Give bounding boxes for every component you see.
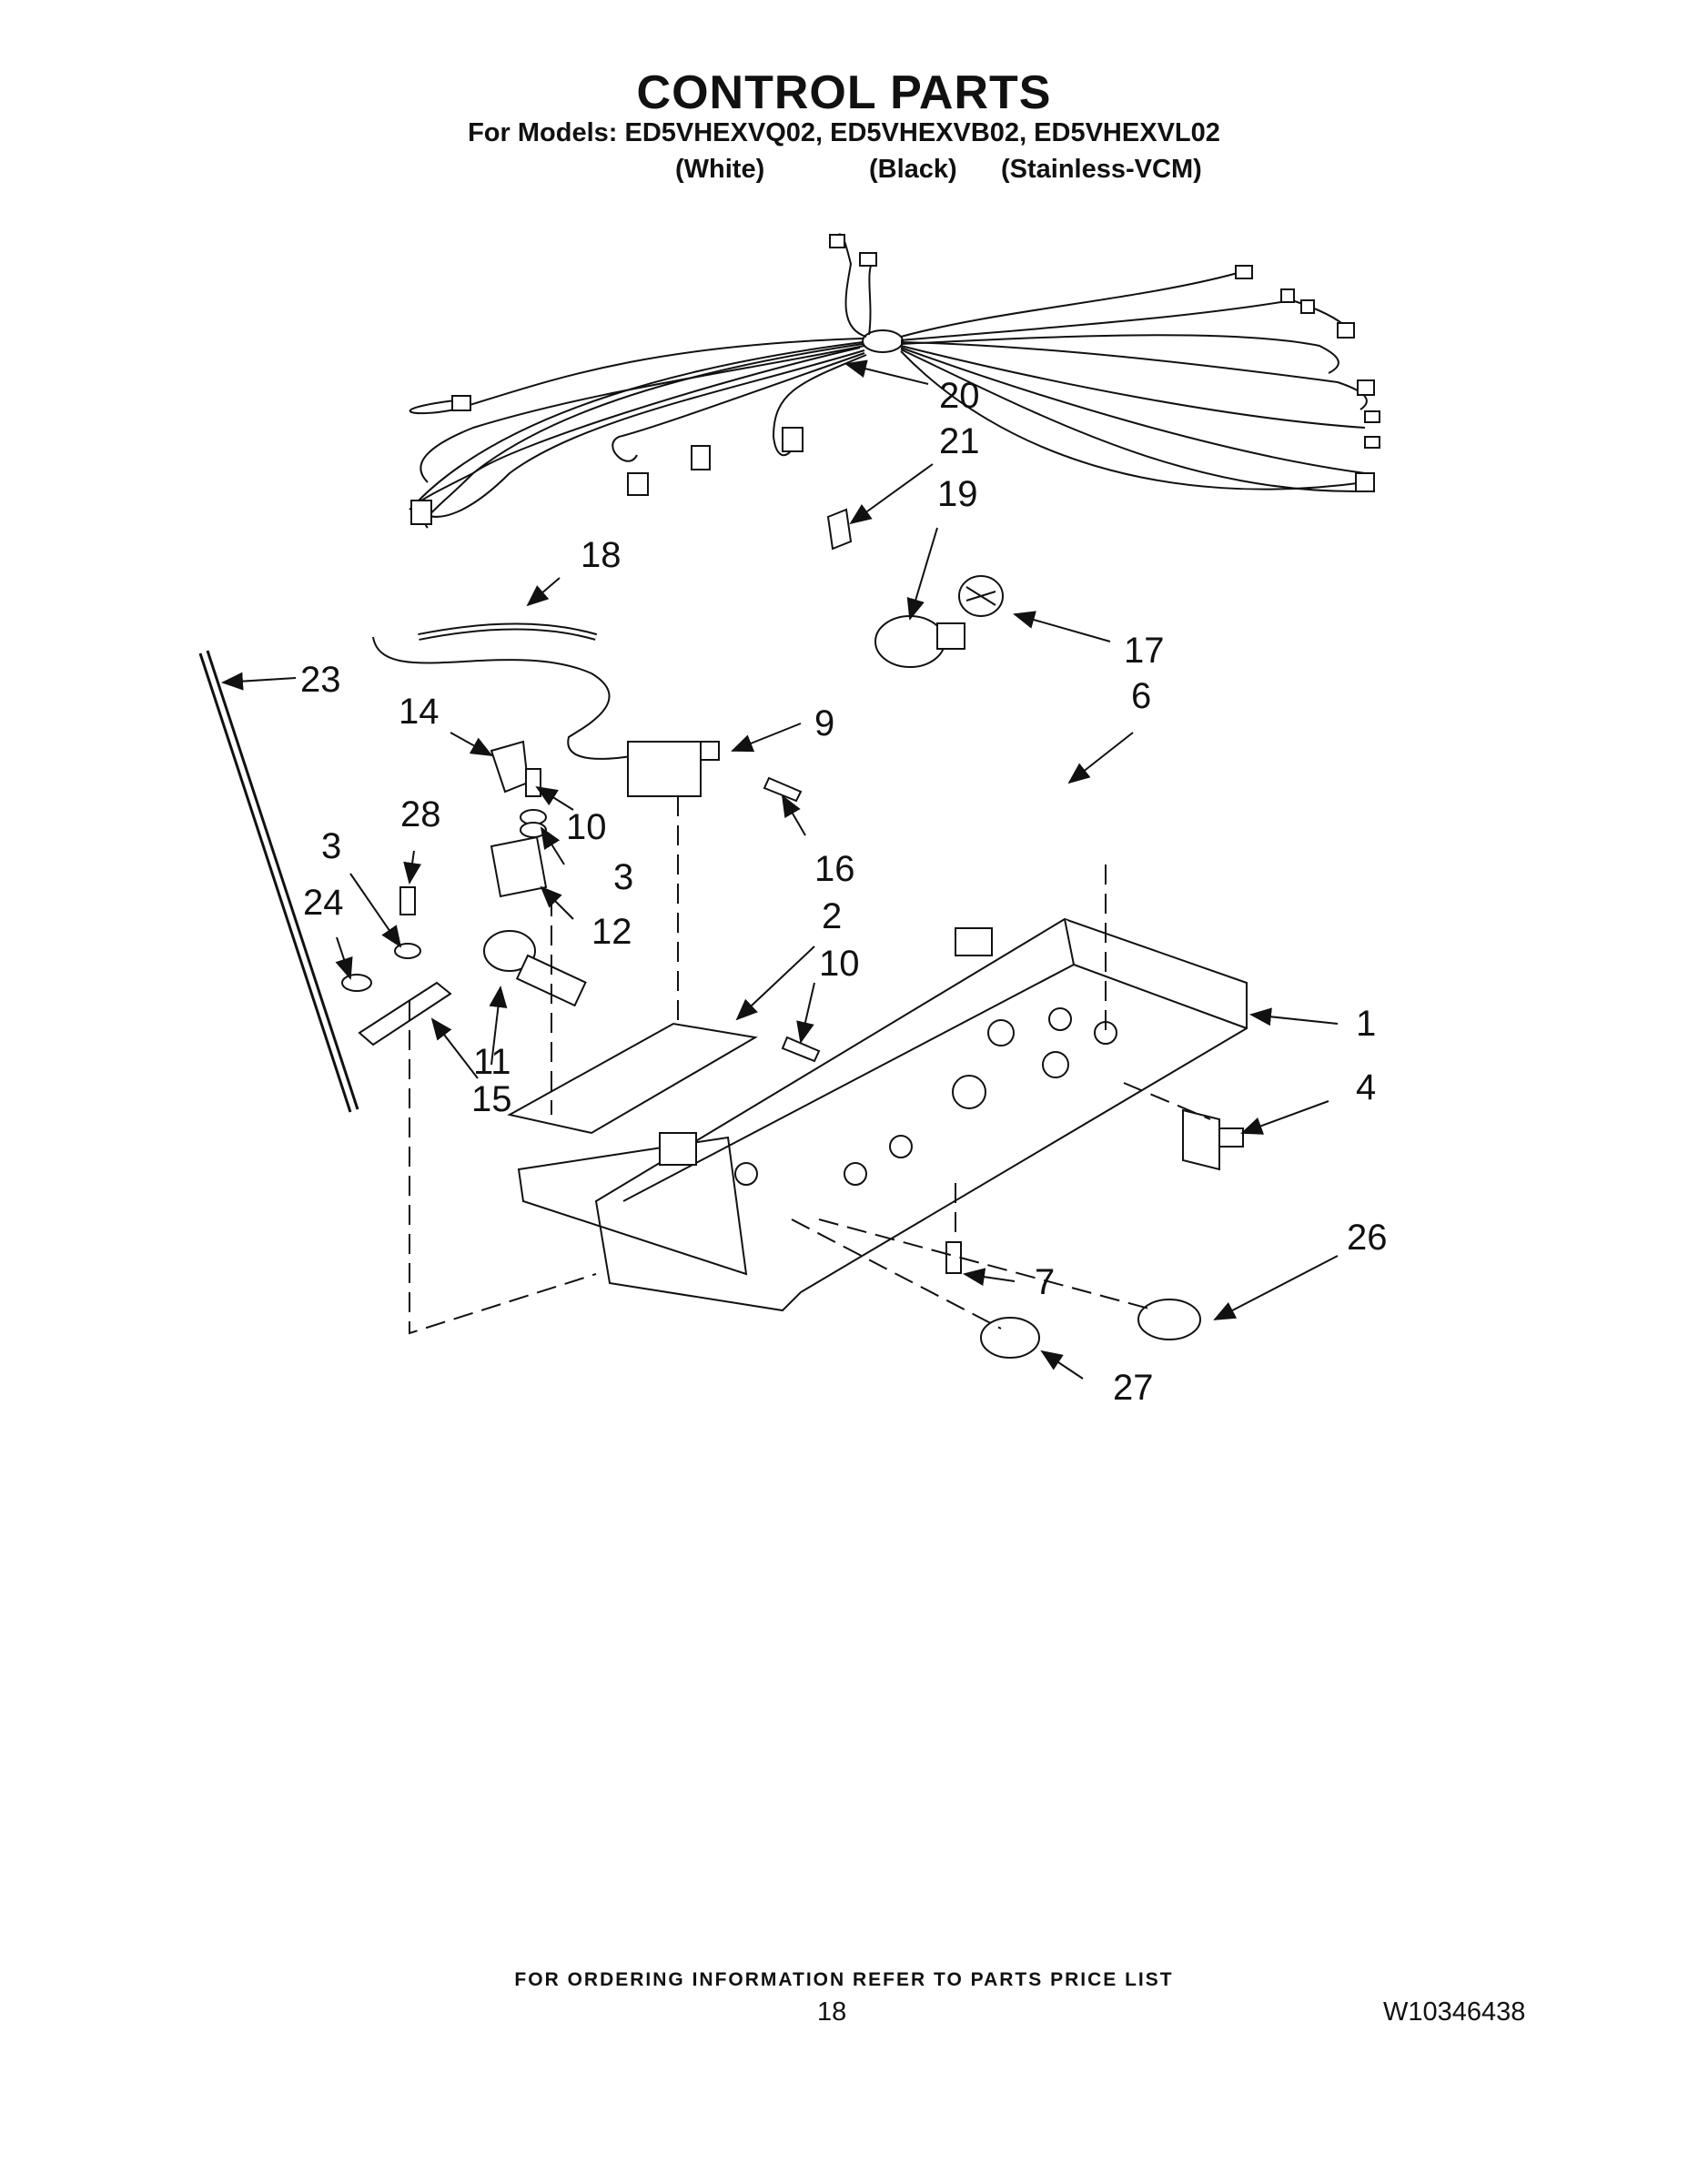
ordering-note: FOR ORDERING INFORMATION REFER TO PARTS … bbox=[514, 1969, 1174, 1990]
callout-9: 9 bbox=[814, 703, 834, 743]
callout-3: 3 bbox=[321, 826, 341, 866]
callout-3: 3 bbox=[613, 857, 633, 897]
callout-4: 4 bbox=[1356, 1067, 1376, 1107]
small-parts-drawing bbox=[198, 508, 1004, 1135]
variant-black: (Black) bbox=[869, 155, 957, 184]
assembly-guide-lines bbox=[409, 796, 1211, 1335]
callout-24: 24 bbox=[303, 883, 344, 923]
callout-2: 2 bbox=[822, 896, 842, 936]
callout-10: 10 bbox=[566, 807, 607, 847]
callout-16: 16 bbox=[814, 849, 855, 889]
callout-28: 28 bbox=[400, 794, 441, 834]
callout-17: 17 bbox=[1124, 631, 1165, 671]
callout-10: 10 bbox=[819, 944, 860, 984]
callout-11: 11 bbox=[473, 1042, 511, 1082]
callout-19: 19 bbox=[937, 474, 978, 514]
variant-stainless: (Stainless-VCM) bbox=[1001, 155, 1202, 184]
models-line: For Models: ED5VHEXVQ02, ED5VHEXVB02, ED… bbox=[468, 118, 1220, 147]
callout-15: 15 bbox=[471, 1079, 512, 1119]
callout-20: 20 bbox=[939, 376, 980, 416]
document-id: W10346438 bbox=[1383, 1997, 1526, 2027]
callout-21: 21 bbox=[939, 421, 980, 461]
callout-27: 27 bbox=[1113, 1368, 1154, 1408]
wire-harness-drawing bbox=[409, 233, 1380, 529]
callout-14: 14 bbox=[399, 692, 440, 732]
callout-6: 6 bbox=[1131, 676, 1151, 716]
callout-7: 7 bbox=[1035, 1262, 1055, 1302]
control-housing-drawing bbox=[517, 917, 1248, 1359]
callout-26: 26 bbox=[1347, 1218, 1388, 1258]
callout-23: 23 bbox=[300, 660, 341, 700]
callout-labels: 20 21 19 18 17 23 14 9 6 10 28 3 16 3 24… bbox=[300, 376, 1388, 1408]
callout-18: 18 bbox=[581, 535, 622, 575]
callout-1: 1 bbox=[1356, 1004, 1376, 1044]
variant-white: (White) bbox=[675, 155, 765, 184]
callout-12: 12 bbox=[591, 912, 632, 952]
callout-leaders bbox=[221, 359, 1339, 1380]
page-number: 18 bbox=[817, 1997, 847, 2027]
page-title: CONTROL PARTS bbox=[636, 66, 1052, 119]
